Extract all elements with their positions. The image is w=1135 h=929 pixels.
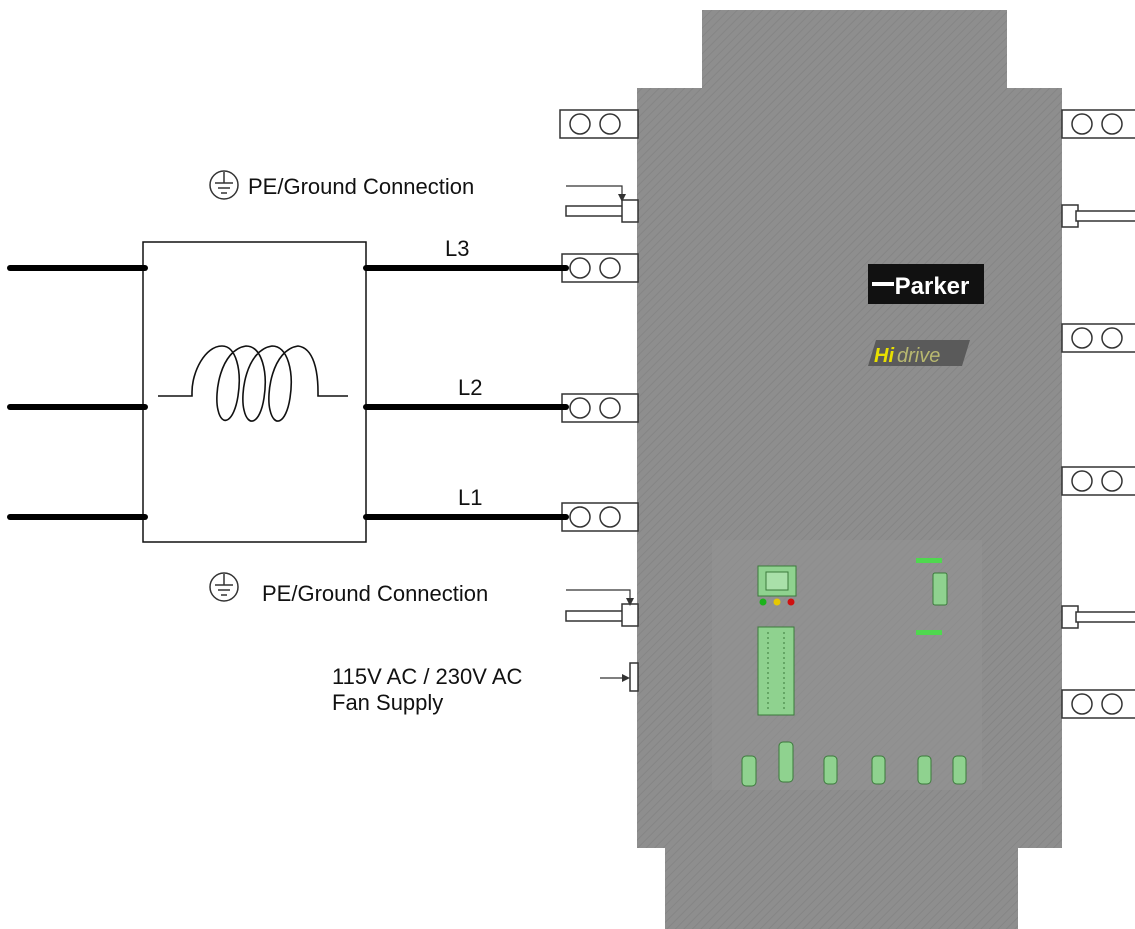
hidrive-logo-drive: drive [897, 345, 940, 367]
input-wires [7, 265, 148, 520]
fan-supply-label-line2: Fan Supply [332, 690, 443, 715]
label-l3: L3 [445, 236, 469, 261]
pe-stud-right-top [1061, 204, 1135, 228]
status-display-module [757, 565, 797, 606]
led-green [759, 598, 767, 606]
fan-supply-callout: 115V AC / 230V AC Fan Supply [332, 664, 630, 715]
hidrive-logo: Hi drive [868, 340, 970, 367]
terminal-block-l2 [561, 393, 639, 423]
connector-2 [778, 741, 794, 783]
connector-3 [823, 755, 838, 785]
terminal-block-l1 [561, 502, 639, 532]
option-slot [916, 558, 948, 635]
connector-1 [741, 755, 757, 787]
pe-ground-bottom-label: PE/Ground Connection [262, 581, 488, 606]
label-l2: L2 [458, 375, 482, 400]
pe-stud-top-left [565, 199, 639, 223]
pe-ground-top-label: PE/Ground Connection [248, 174, 474, 199]
output-wires [363, 265, 569, 520]
terminal-block-right-4 [1061, 689, 1135, 719]
label-l1: L1 [458, 485, 482, 510]
connector-5 [917, 755, 932, 785]
right-terminals [1061, 109, 1135, 719]
drive-housing [637, 10, 1062, 929]
parker-logo-text: Parker [895, 273, 970, 300]
line-choke [142, 241, 367, 543]
fan-supply-label-line1: 115V AC / 230V AC [332, 664, 522, 689]
pe-ground-bottom-callout: PE/Ground Connection [209, 572, 634, 606]
inductor-coil-icon [158, 345, 348, 422]
left-terminals [559, 109, 639, 692]
pe-stud-bottom-left [565, 603, 639, 627]
drive-top-section [702, 10, 1007, 90]
connector-6 [952, 755, 967, 785]
terminal-block-right-3 [1061, 466, 1135, 496]
terminal-block-top-left [559, 109, 639, 139]
ground-icon [209, 572, 239, 602]
pe-ground-top-callout: PE/Ground Connection [209, 170, 626, 202]
led-red [787, 598, 795, 606]
pe-stud-right-bottom [1061, 605, 1135, 629]
ground-icon [209, 170, 239, 200]
fan-supply-terminal [629, 662, 639, 692]
hidrive-logo-hi: Hi [874, 345, 894, 367]
choke-box [142, 241, 367, 543]
drive-bottom-section [665, 846, 1018, 929]
parker-logo: Parker [868, 264, 984, 304]
led-yellow [773, 598, 781, 606]
connector-4 [871, 755, 886, 785]
io-terminal-strip [757, 626, 795, 716]
terminal-block-right-2 [1061, 323, 1135, 353]
terminal-block-right-1 [1061, 109, 1135, 139]
terminal-block-l3 [561, 253, 639, 283]
control-components [741, 558, 967, 787]
